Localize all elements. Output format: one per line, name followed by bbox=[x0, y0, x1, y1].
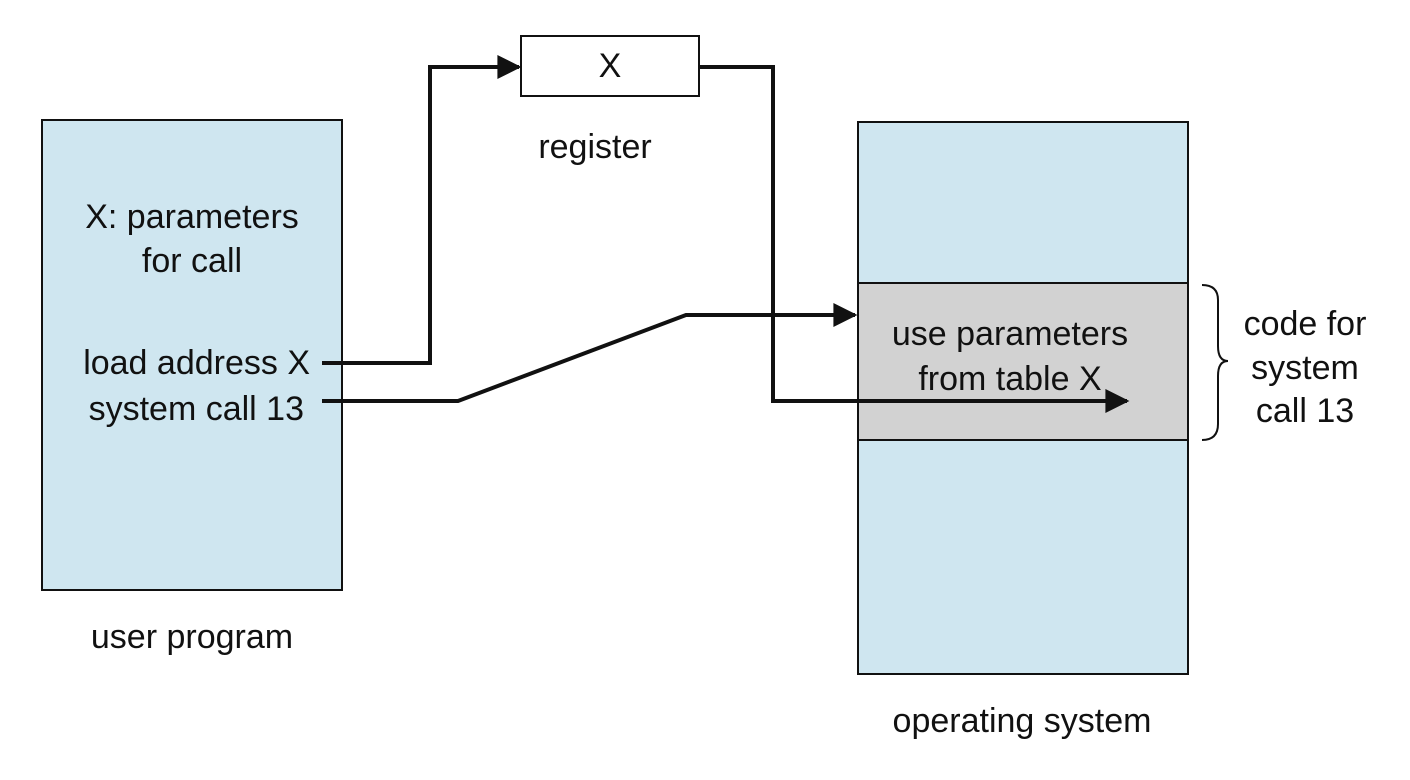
user-program-label: user program bbox=[91, 618, 293, 656]
arrow-syscall-to-code bbox=[322, 303, 858, 403]
system-call-text: system call 13 bbox=[89, 390, 304, 428]
brace-text-line3: call 13 bbox=[1256, 392, 1354, 430]
params-text-line2: for call bbox=[142, 242, 242, 280]
arrow-load-to-register bbox=[322, 55, 522, 365]
code-text-line2: from table X bbox=[918, 360, 1101, 398]
operating-system-label: operating system bbox=[893, 702, 1152, 740]
arrow-register-to-table bbox=[700, 65, 1130, 413]
user-program-box bbox=[41, 119, 343, 591]
register-box bbox=[520, 35, 700, 97]
code-text-line1: use parameters bbox=[892, 315, 1128, 353]
load-address-text: load address X bbox=[83, 344, 310, 382]
brace-text-line1: code for bbox=[1244, 305, 1367, 343]
system-call-code-region bbox=[857, 282, 1189, 441]
code-region-brace bbox=[1201, 284, 1229, 441]
register-value: X bbox=[599, 47, 622, 85]
params-text-line1: X: parameters bbox=[85, 198, 299, 236]
register-label: register bbox=[538, 128, 651, 166]
brace-text-line2: system bbox=[1251, 349, 1359, 387]
